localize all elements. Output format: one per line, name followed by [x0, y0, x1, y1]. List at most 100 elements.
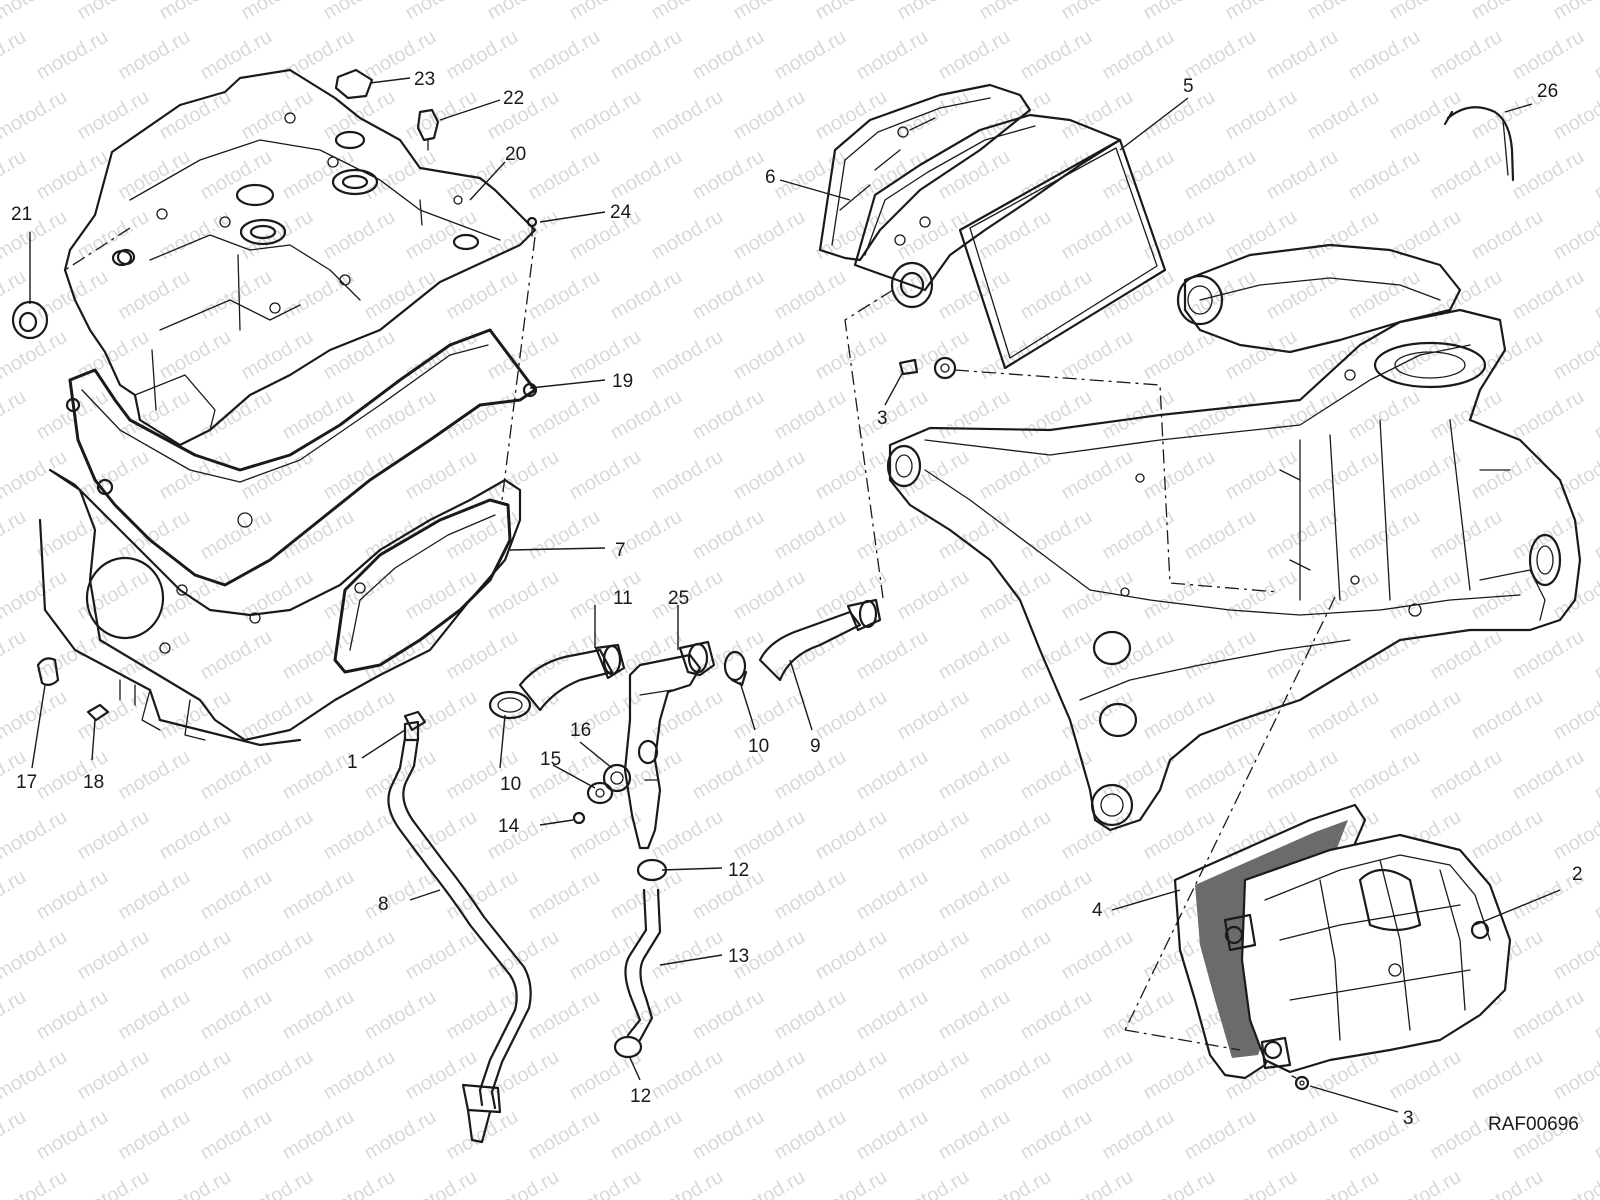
callout-25: 25 [668, 588, 689, 609]
watermark-text: motod.ru [730, 566, 809, 625]
watermark-text: motod.ru [1058, 206, 1137, 265]
watermark-text: motod.ru [320, 926, 399, 985]
watermark-text: motod.ru [689, 506, 768, 565]
watermark-text: motod.ru [607, 266, 686, 325]
callout-20: 20 [505, 144, 526, 165]
watermark-text: motod.ru [976, 806, 1055, 865]
watermark-text: motod.ru [279, 866, 358, 925]
watermark-text: motod.ru [1509, 26, 1588, 85]
watermark-text: motod.ru [484, 1166, 563, 1200]
watermark-text: motod.ru [935, 1106, 1014, 1165]
watermark-text: motod.ru [1222, 326, 1301, 385]
watermark-text: motod.ru [33, 866, 112, 925]
watermark-text: motod.ru [976, 686, 1055, 745]
watermark-text: motod.ru [853, 386, 932, 445]
watermark-text: motod.ru [361, 866, 440, 925]
watermark-text: motod.ru [115, 146, 194, 205]
watermark-text: motod.ru [1509, 266, 1588, 325]
watermark-text: motod.ru [320, 0, 399, 24]
watermark-text: motod.ru [1181, 626, 1260, 685]
watermark-text: motod.ru [1017, 746, 1096, 805]
callout-9: 9 [810, 736, 821, 757]
watermark-text: motod.ru [525, 746, 604, 805]
watermark-text: motod.ru [1263, 266, 1342, 325]
watermark-text: motod.ru [1017, 626, 1096, 685]
watermark-text: motod.ru [648, 1046, 727, 1105]
watermark-text: motod.ru [935, 26, 1014, 85]
watermark-text: motod.ru [1017, 866, 1096, 925]
watermark-text: motod.ru [894, 686, 973, 745]
watermark-text: motod.ru [1345, 386, 1424, 445]
watermark-text: motod.ru [1263, 746, 1342, 805]
airbox-cover-part-20 [63, 68, 537, 447]
watermark-text: motod.ru [115, 986, 194, 1045]
watermark-text: motod.ru [238, 0, 317, 24]
watermark-text: motod.ru [525, 626, 604, 685]
watermark-text: motod.ru [279, 986, 358, 1045]
watermark-text: motod.ru [1222, 86, 1301, 145]
watermark-text: motod.ru [156, 326, 235, 385]
watermark-text: motod.ru [1427, 266, 1506, 325]
watermark-text: motod.ru [402, 86, 481, 145]
watermark-text: motod.ru [1509, 626, 1588, 685]
watermark-text: motod.ru [279, 506, 358, 565]
watermark-text: motod.ru [33, 1106, 112, 1165]
watermark-text: motod.ru [1017, 266, 1096, 325]
watermark-text: motod.ru [566, 566, 645, 625]
watermark-text: motod.ru [1468, 86, 1547, 145]
watermark-text: motod.ru [1345, 746, 1424, 805]
watermark-text: motod.ru [0, 686, 71, 745]
strap-part-26 [1443, 106, 1515, 182]
watermark-text: motod.ru [1058, 446, 1137, 505]
callout-3-top: 3 [877, 408, 888, 429]
clip-part-18 [86, 703, 110, 722]
watermark-text: motod.ru [935, 506, 1014, 565]
watermark-text: motod.ru [812, 926, 891, 985]
watermark-text: motod.ru [648, 326, 727, 385]
watermark-text: motod.ru [771, 266, 850, 325]
watermark-text: motod.ru [1304, 446, 1383, 505]
callout-12-bottom: 12 [630, 1086, 651, 1107]
watermark-text: motod.ru [730, 1046, 809, 1105]
watermark-text: motod.ru [443, 26, 522, 85]
watermark-text: motod.ru [1099, 866, 1178, 925]
watermark-text: motod.ru [894, 1166, 973, 1200]
watermark-text: motod.ru [1263, 26, 1342, 85]
watermark-text: motod.ru [156, 926, 235, 985]
watermark-text: motod.ru [115, 266, 194, 325]
watermark-text: motod.ru [1140, 806, 1219, 865]
watermark-text: motod.ru [1468, 806, 1547, 865]
watermark-text: motod.ru [0, 266, 30, 325]
watermark-text: motod.ru [33, 506, 112, 565]
watermark-text: motod.ru [894, 1046, 973, 1105]
watermark-text: motod.ru [730, 206, 809, 265]
watermark-text: motod.ru [156, 806, 235, 865]
watermark-text: motod.ru [279, 1106, 358, 1165]
watermark-text: motod.ru [1386, 1166, 1465, 1200]
watermark-text: motod.ru [935, 386, 1014, 445]
watermark-text: motod.ru [976, 86, 1055, 145]
watermark-text: motod.ru [894, 926, 973, 985]
watermark-text: motod.ru [361, 1106, 440, 1165]
watermark-text: motod.ru [156, 86, 235, 145]
watermark-text: motod.ru [894, 86, 973, 145]
watermark-text: motod.ru [812, 446, 891, 505]
watermark-text: motod.ru [1345, 26, 1424, 85]
watermark-text: motod.ru [156, 1166, 235, 1200]
watermark-text: motod.ru [1017, 386, 1096, 445]
watermark-text: motod.ru [361, 386, 440, 445]
watermark-text: motod.ru [1222, 566, 1301, 625]
watermark-text: motod.ru [115, 26, 194, 85]
watermark-text: motod.ru [484, 566, 563, 625]
watermark-text: motod.ru [1140, 0, 1219, 24]
callout-5: 5 [1183, 76, 1194, 97]
callout-23: 23 [414, 69, 435, 90]
watermark-text: motod.ru [812, 326, 891, 385]
watermark-text: motod.ru [607, 386, 686, 445]
air-duct-part-5 [853, 113, 1167, 370]
watermark-text: motod.ru [1058, 326, 1137, 385]
watermark-text: motod.ru [1468, 1046, 1547, 1105]
watermark-text: motod.ru [1591, 1106, 1600, 1165]
watermark-text: motod.ru [1058, 1046, 1137, 1105]
